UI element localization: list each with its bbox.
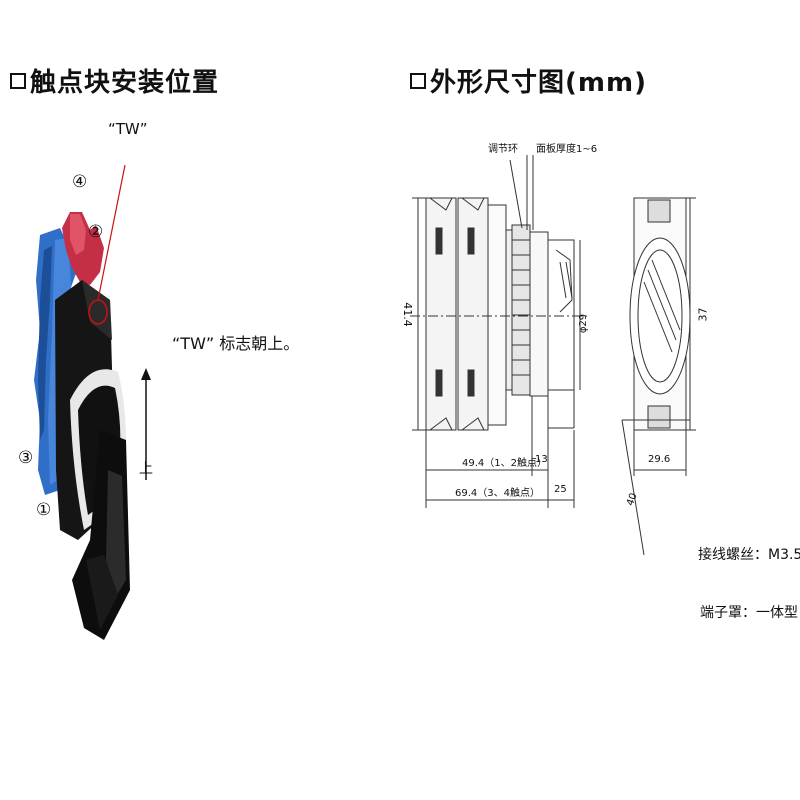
- dim-41-4: 41.4: [400, 302, 414, 327]
- side-view-drawing: [410, 155, 590, 508]
- up-label: 上: [139, 461, 153, 477]
- square-bullet-icon: [410, 72, 426, 89]
- square-bullet-icon: [10, 72, 26, 89]
- heading-contact-position: 触点块安装位置: [10, 62, 219, 99]
- heading-dimensions-text: 外形尺寸图(mm): [430, 68, 647, 98]
- up-arrow-icon: [141, 368, 151, 480]
- heading-dimensions: 外形尺寸图(mm): [410, 62, 647, 99]
- position-2-label: ②: [88, 222, 104, 242]
- position-3-label: ③: [18, 448, 34, 468]
- terminal-screw-spec: 接线螺丝：M3.5: [698, 547, 800, 563]
- dim-69-4: 69.4（3、4触点）: [455, 488, 540, 499]
- tw-marker-label: “TW”: [108, 120, 148, 138]
- position-4-label: ④: [72, 172, 88, 192]
- dim-37: 37: [696, 307, 710, 322]
- adjust-ring-label: 调节环: [488, 144, 518, 155]
- position-1-label: ①: [36, 500, 52, 520]
- dim-49-4: 49.4（1、2触点）: [462, 458, 547, 469]
- dim-29-6: 29.6: [648, 454, 671, 465]
- dim-phi29: φ29: [578, 313, 590, 334]
- switch-body: [55, 280, 130, 640]
- heading-contact-position-text: 触点块安装位置: [30, 68, 220, 98]
- tw-note: “TW” 标志朝上。: [172, 334, 300, 353]
- front-view-drawing: [621, 197, 696, 556]
- panel-thickness-label: 面板厚度1~6: [536, 144, 598, 155]
- tw-marker: [88, 164, 126, 325]
- dim-25: 25: [554, 484, 567, 495]
- red-contact-block: [62, 212, 104, 285]
- terminal-cover-spec: 端子罩：一体型: [700, 605, 798, 621]
- dim-13: 13: [535, 454, 548, 465]
